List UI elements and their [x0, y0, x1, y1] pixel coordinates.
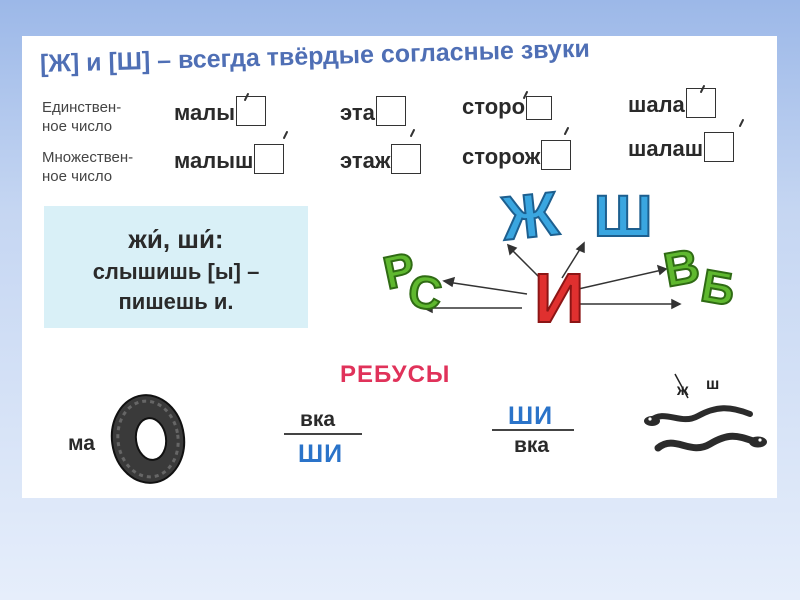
answer-box[interactable]	[254, 144, 285, 174]
rule-line-2: слышишь [ы] –	[92, 259, 260, 284]
strike-line	[674, 373, 689, 399]
snakes-icon	[644, 405, 767, 452]
plural-word-3: сторож	[462, 140, 572, 170]
answer-box[interactable]	[235, 96, 266, 126]
answer-box[interactable]	[526, 96, 553, 120]
letter-s: С	[405, 264, 445, 320]
rebus4-letter: ш	[706, 376, 720, 393]
letter-zh: Ж	[498, 186, 563, 254]
letter-i: И	[534, 259, 584, 336]
rule-line-3: пишешь и.	[118, 289, 234, 314]
letter-b: Б	[697, 259, 739, 316]
answer-box[interactable]	[704, 132, 735, 162]
letter-v: В	[660, 239, 703, 297]
plural-word-4: шалаш	[628, 132, 735, 162]
rebus4-struck: ж	[677, 382, 689, 399]
rebus1-text: ма	[68, 432, 95, 455]
rule-line-1: жи́, ши́:	[128, 224, 224, 254]
rebus3-bottom: вка	[514, 434, 550, 457]
answer-box[interactable]	[391, 144, 422, 174]
singular-word-4: шала	[628, 88, 716, 118]
rebus2-line	[284, 433, 362, 435]
answer-box[interactable]	[375, 96, 406, 126]
answer-box[interactable]	[685, 88, 716, 118]
rule-box: жи́, ши́: слышишь [ы] – пишешь и.	[44, 206, 308, 328]
plural-label: Множествен- ное число	[42, 149, 134, 185]
tire-icon	[110, 394, 186, 484]
stress-marks	[244, 85, 744, 139]
plural-word-1: малыш	[174, 144, 285, 174]
rebus2-top: вка	[300, 408, 336, 431]
plural-word-2: этаж	[340, 144, 422, 174]
singular-word-2: эта	[340, 96, 406, 126]
rebus-heading: РЕБУСЫ	[340, 361, 451, 388]
textbook-page: [Ж] и [Ш] – всегда твёрдые согласные зву…	[22, 35, 777, 498]
rebus2-bottom: ШИ	[298, 440, 344, 468]
letters-illustration: Ж Ш И Р С В Б	[378, 186, 740, 336]
singular-label: Единствен- ное число	[42, 99, 122, 135]
rebus3-line	[492, 429, 574, 431]
rebus3-top: ШИ	[508, 402, 554, 430]
letter-sh: Ш	[594, 186, 652, 249]
singular-word-1: малы	[174, 96, 266, 126]
singular-word-3: сторо	[462, 94, 553, 120]
arrows	[422, 241, 682, 314]
answer-box[interactable]	[541, 140, 572, 170]
